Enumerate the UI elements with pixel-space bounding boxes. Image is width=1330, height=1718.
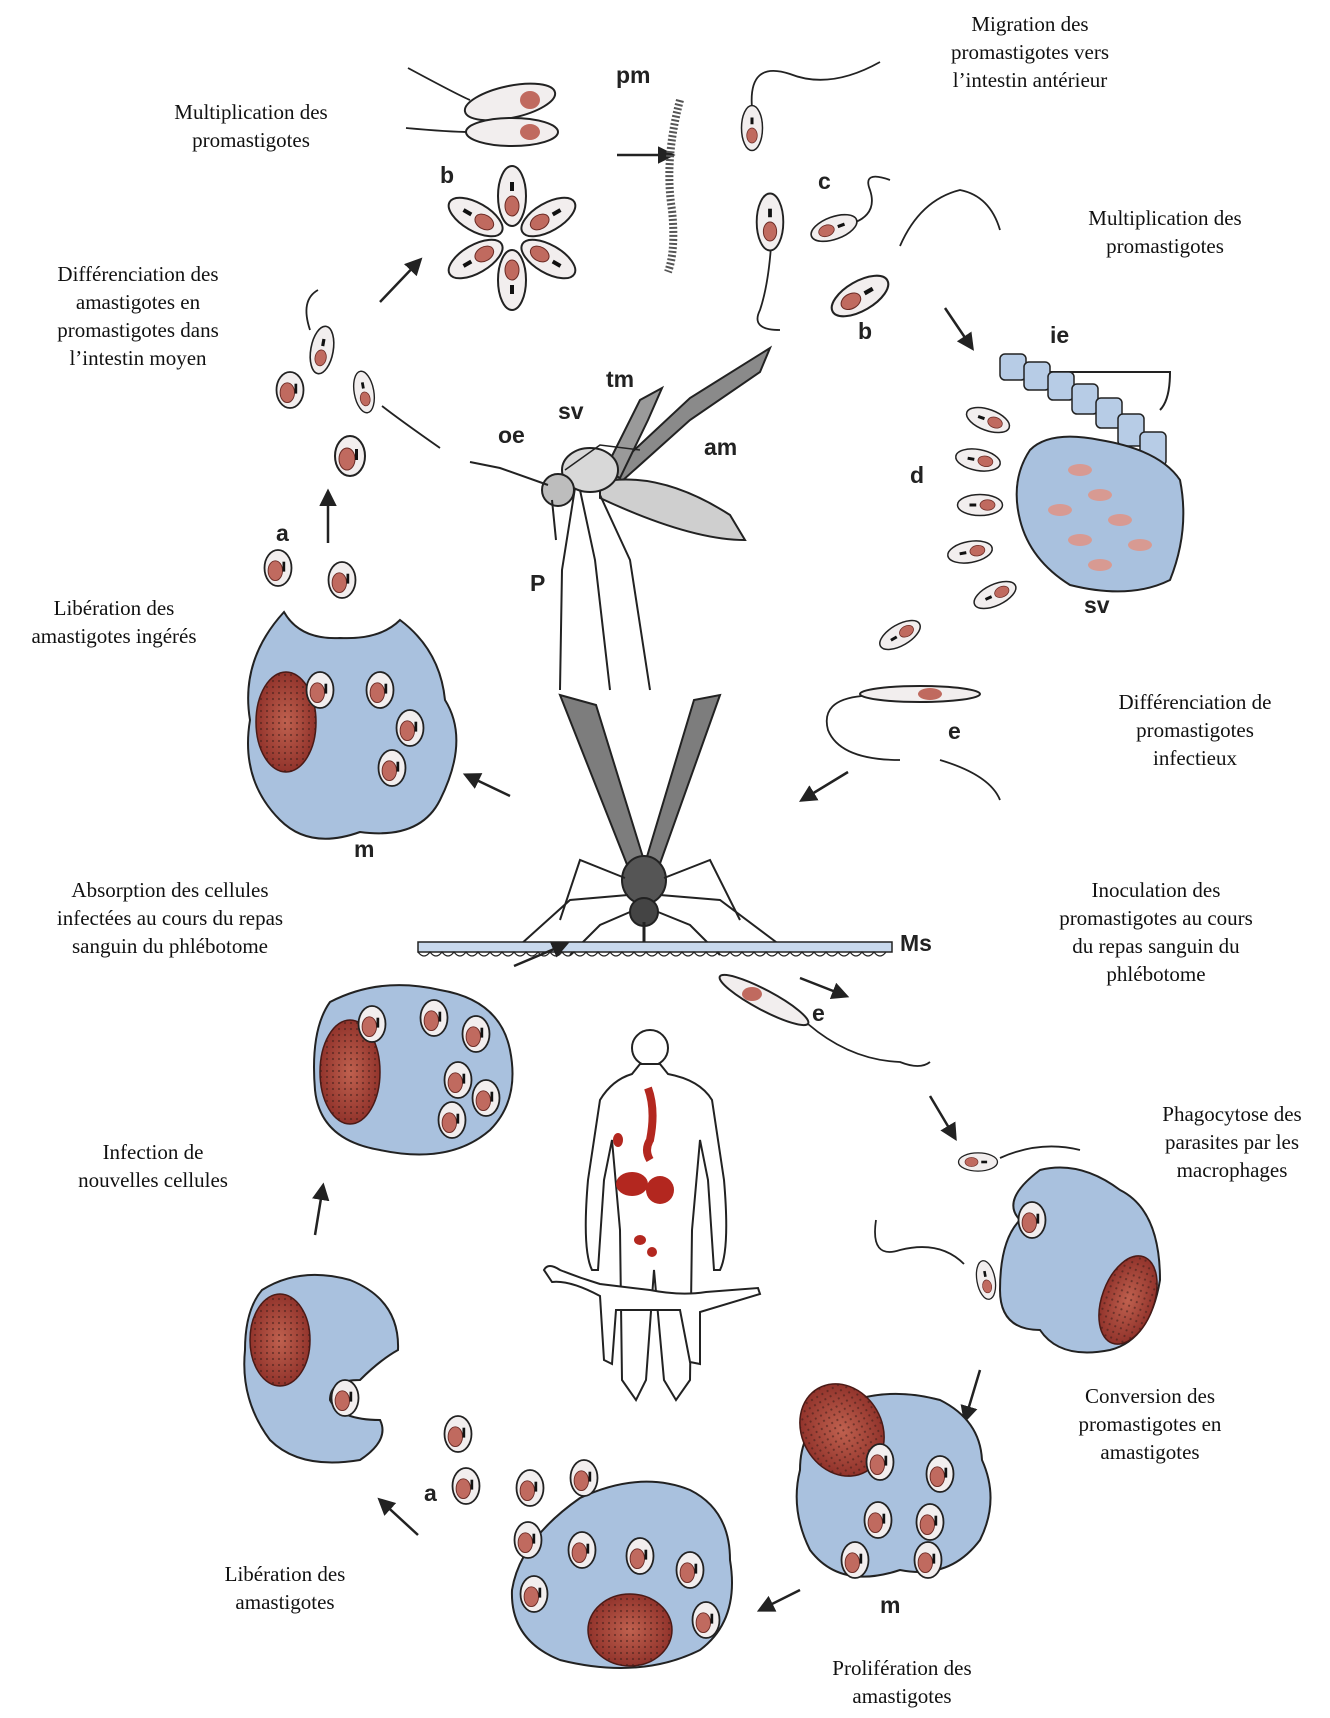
- promastigote-rosette: [443, 166, 582, 310]
- caption-line: parasites par les: [1134, 1128, 1330, 1156]
- macrophage-top: [248, 612, 456, 839]
- promastigotes-attached: [875, 402, 1020, 655]
- label-m-top: m: [354, 836, 374, 863]
- macrophage-phagocytosis-right: [875, 1146, 1168, 1352]
- label-sv-gland: sv: [1084, 592, 1110, 619]
- released-amastigotes-bottom: [445, 1416, 480, 1504]
- caption-multiplication-right: Multiplication des promastigotes: [1060, 204, 1270, 260]
- caption-line: amastigotes: [802, 1682, 1002, 1710]
- caption-line: promastigotes: [148, 126, 354, 154]
- caption-line: amastigotes: [1050, 1438, 1250, 1466]
- caption-line: Phagocytose des: [1134, 1100, 1330, 1128]
- caption-conversion: Conversion des promastigotes en amastigo…: [1050, 1382, 1250, 1466]
- caption-line: promastigotes en: [1050, 1410, 1250, 1438]
- macrophage-bursting-bottom: [512, 1460, 732, 1668]
- caption-migration: Migration des promastigotes vers l’intes…: [920, 10, 1140, 94]
- label-oe: oe: [498, 422, 525, 449]
- skin-surface: [418, 942, 892, 956]
- amastigote-to-promastigote: [277, 290, 441, 476]
- promastigote-pair-top: [406, 68, 558, 146]
- caption-line: Inoculation des: [1020, 876, 1292, 904]
- caption-differenciation-amastigotes: Différenciation des amastigotes en proma…: [20, 260, 256, 372]
- caption-line: infectées au cours du repas: [20, 904, 320, 932]
- caption-line: du repas sanguin du: [1020, 932, 1292, 960]
- label-b-right: b: [858, 318, 872, 345]
- caption-line: amastigotes ingérés: [8, 622, 220, 650]
- caption-line: l’intestin antérieur: [920, 66, 1140, 94]
- caption-line: Libération des: [200, 1560, 370, 1588]
- label-d: d: [910, 462, 924, 489]
- caption-line: nouvelles cellules: [48, 1166, 258, 1194]
- stomodeal-valve: [1000, 354, 1200, 600]
- caption-line: infectieux: [1090, 744, 1300, 772]
- caption-line: promastigotes: [1060, 232, 1270, 260]
- label-sv-fly: sv: [558, 398, 584, 425]
- caption-multiplication-left: Multiplication des promastigotes: [148, 98, 354, 154]
- caption-line: amastigotes en: [20, 288, 256, 316]
- caption-line: macrophages: [1134, 1156, 1330, 1184]
- sandfly-side-view: [470, 348, 770, 690]
- caption-proliferation: Prolifération des amastigotes: [802, 1654, 1002, 1710]
- macrophage-infected-left: [314, 985, 513, 1154]
- caption-absorption: Absorption des cellules infectées au cou…: [20, 876, 320, 960]
- macrophage-phagocytosing-left: [244, 1275, 398, 1463]
- caption-line: Infection de: [48, 1138, 258, 1166]
- caption-line: phlébotome: [1020, 960, 1292, 988]
- caption-line: Conversion des: [1050, 1382, 1250, 1410]
- human-and-dog-host: [544, 1030, 760, 1400]
- caption-line: promastigotes dans: [20, 316, 256, 344]
- caption-line: Prolifération des: [802, 1654, 1002, 1682]
- caption-line: amastigotes: [200, 1588, 370, 1616]
- promastigotes-migrating: [742, 62, 1001, 330]
- label-ie: ie: [1050, 322, 1069, 349]
- macrophage-conversion-right: [783, 1368, 990, 1578]
- caption-line: Différenciation de: [1090, 688, 1300, 716]
- peritrophic-membrane: [668, 100, 680, 272]
- label-m-bottom: m: [880, 1592, 900, 1619]
- label-e-top: e: [948, 718, 961, 745]
- label-b-top: b: [440, 162, 454, 189]
- caption-liberation-ingeres: Libération des amastigotes ingérés: [8, 594, 220, 650]
- label-c: c: [818, 168, 831, 195]
- released-amastigotes-top: [265, 550, 356, 598]
- caption-line: promastigotes: [1090, 716, 1300, 744]
- caption-line: Multiplication des: [148, 98, 354, 126]
- caption-line: Migration des: [920, 10, 1140, 38]
- caption-inoculation: Inoculation des promastigotes au cours d…: [1020, 876, 1292, 988]
- label-tm: tm: [606, 366, 634, 393]
- caption-phagocytose: Phagocytose des parasites par les macrop…: [1134, 1100, 1330, 1184]
- caption-line: promastigotes au cours: [1020, 904, 1292, 932]
- caption-line: promastigotes vers: [920, 38, 1140, 66]
- label-Ms: Ms: [900, 930, 932, 957]
- caption-line: Multiplication des: [1060, 204, 1270, 232]
- caption-line: Différenciation des: [20, 260, 256, 288]
- label-a-top: a: [276, 520, 289, 547]
- caption-differenciation-infectieux: Différenciation de promastigotes infecti…: [1090, 688, 1300, 772]
- label-am: am: [704, 434, 737, 461]
- label-pm: pm: [616, 62, 651, 89]
- label-e-bottom: e: [812, 1000, 825, 1027]
- caption-line: l’intestin moyen: [20, 344, 256, 372]
- label-a-bottom: a: [424, 1480, 437, 1507]
- caption-infection: Infection de nouvelles cellules: [48, 1138, 258, 1194]
- label-P: P: [530, 570, 545, 597]
- sandfly-feeding: [520, 695, 780, 955]
- caption-line: Libération des: [8, 594, 220, 622]
- infectious-promastigote-top: [827, 686, 1000, 800]
- caption-liberation: Libération des amastigotes: [200, 1560, 370, 1616]
- caption-line: Absorption des cellules: [20, 876, 320, 904]
- caption-line: sanguin du phlébotome: [20, 932, 320, 960]
